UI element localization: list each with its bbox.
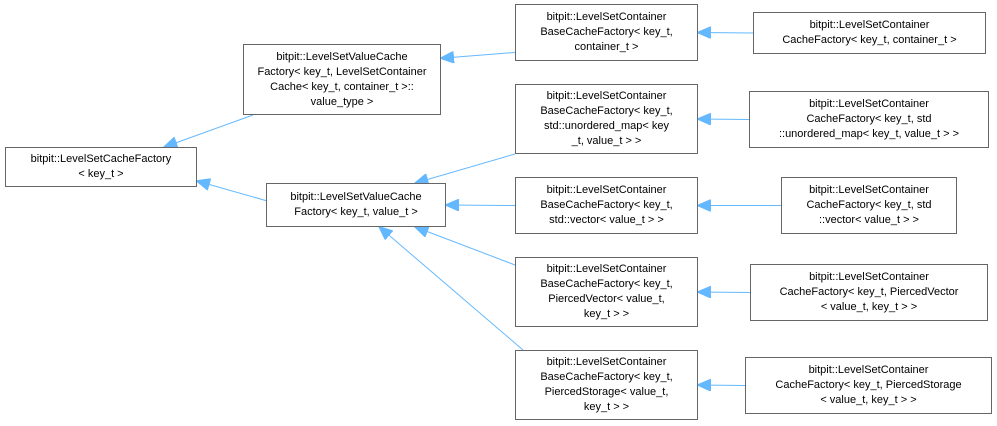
inheritance-edge-container_unordered_map-to-base_unordered_map: [698, 119, 750, 120]
node-base-pierced-vector-cache-factory[interactable]: bitpit::LevelSetContainer BaseCacheFacto…: [515, 257, 698, 327]
node-base-pierced-storage-cache-factory[interactable]: bitpit::LevelSetContainer BaseCacheFacto…: [515, 350, 698, 420]
node-value-cache-factory-value[interactable]: bitpit::LevelSetValueCache Factory< key_…: [266, 183, 446, 227]
inheritance-edge-container_pierced_storage-to-base_pierced_storage: [698, 385, 746, 386]
node-base-unordered-map-cache-factory[interactable]: bitpit::LevelSetContainer BaseCacheFacto…: [515, 84, 698, 154]
inheritance-edge-value_cache_factory_value-to-cache_factory: [197, 181, 267, 202]
node-container-pierced-vector-cache-factory[interactable]: bitpit::LevelSetContainer CacheFactory< …: [750, 264, 988, 321]
node-cache-factory[interactable]: bitpit::LevelSetCacheFactory < key_t >: [5, 147, 197, 187]
node-value-cache-factory-container[interactable]: bitpit::LevelSetValueCache Factory< key_…: [243, 44, 441, 115]
node-base-container-cache-factory[interactable]: bitpit::LevelSetContainer BaseCacheFacto…: [515, 4, 698, 61]
inheritance-edge-base_pierced_vector-to-value_cache_factory_value: [415, 227, 516, 266]
node-container-unordered-map-cache-factory[interactable]: bitpit::LevelSetContainer CacheFactory< …: [749, 91, 989, 148]
node-container-vector-cache-factory[interactable]: bitpit::LevelSetContainer CacheFactory< …: [781, 177, 957, 234]
inheritance-edge-base_pierced_storage-to-value_cache_factory_value: [379, 227, 524, 351]
inheritance-edge-container_container-to-base_container: [698, 33, 754, 34]
inheritance-edge-base_vector-to-value_cache_factory_value: [446, 205, 516, 206]
inheritance-edge-base_unordered_map-to-value_cache_factory_value: [415, 153, 516, 183]
node-container-pierced-storage-cache-factory[interactable]: bitpit::LevelSetContainer CacheFactory< …: [745, 357, 992, 414]
node-base-vector-cache-factory[interactable]: bitpit::LevelSetContainer BaseCacheFacto…: [515, 177, 698, 234]
inheritance-edge-container_pierced_vector-to-base_pierced_vector: [698, 292, 751, 293]
node-container-cache-factory[interactable]: bitpit::LevelSetContainer CacheFactory< …: [753, 12, 986, 54]
inheritance-edge-value_cache_factory_container-to-cache_factory: [164, 114, 254, 147]
inheritance-edge-base_container-to-value_cache_factory_container: [441, 52, 516, 58]
